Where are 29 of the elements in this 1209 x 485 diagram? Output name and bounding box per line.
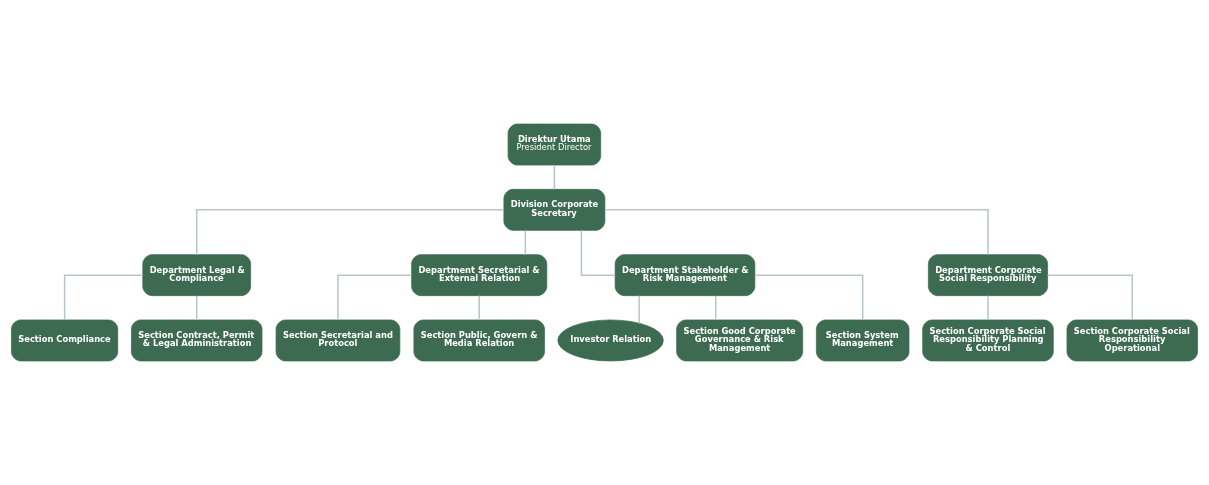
- node-box: Department Legal & Compliance: [142, 254, 251, 297]
- connector: [1046, 274, 1134, 321]
- connector: [195, 209, 505, 256]
- connector: [580, 229, 616, 276]
- node-box: Section Secretarial and Protocol: [275, 319, 401, 362]
- connector: [478, 295, 480, 321]
- node-box: Department Secretarial & External Relation: [411, 254, 548, 297]
- node-box: Department Corporate Social Responsibility: [928, 254, 1048, 297]
- node-box: Section Public, Govern & Media Relation: [413, 319, 545, 362]
- connector: [715, 295, 717, 321]
- connector: [987, 295, 989, 321]
- node-ellipse: Investor Relation: [557, 319, 664, 362]
- connector: [195, 295, 198, 321]
- connector: [754, 274, 864, 321]
- connector: [553, 164, 556, 191]
- connector: [638, 295, 640, 324]
- node-box: Section Good Corporate Governance & Risk Management: [676, 319, 804, 362]
- connector: [524, 229, 527, 256]
- node-box: Direktur Utama President Director: [507, 123, 602, 166]
- node-box: Department Stakeholder & Risk Management: [614, 254, 756, 297]
- connector: [604, 209, 989, 256]
- node-box: Section Compliance: [11, 319, 119, 362]
- connector: [63, 274, 144, 321]
- node-box: Section Corporate Social Responsibility Operational: [1066, 319, 1198, 362]
- connector: [337, 274, 413, 321]
- node-box: Division Corporate Secretary: [503, 188, 606, 231]
- node-box: Section Corporate Social Responsibility Planning & Control: [922, 319, 1054, 362]
- node-box: Section System Management: [816, 319, 910, 362]
- node-box: Section Contract, Permit & Legal Administration: [131, 319, 263, 362]
